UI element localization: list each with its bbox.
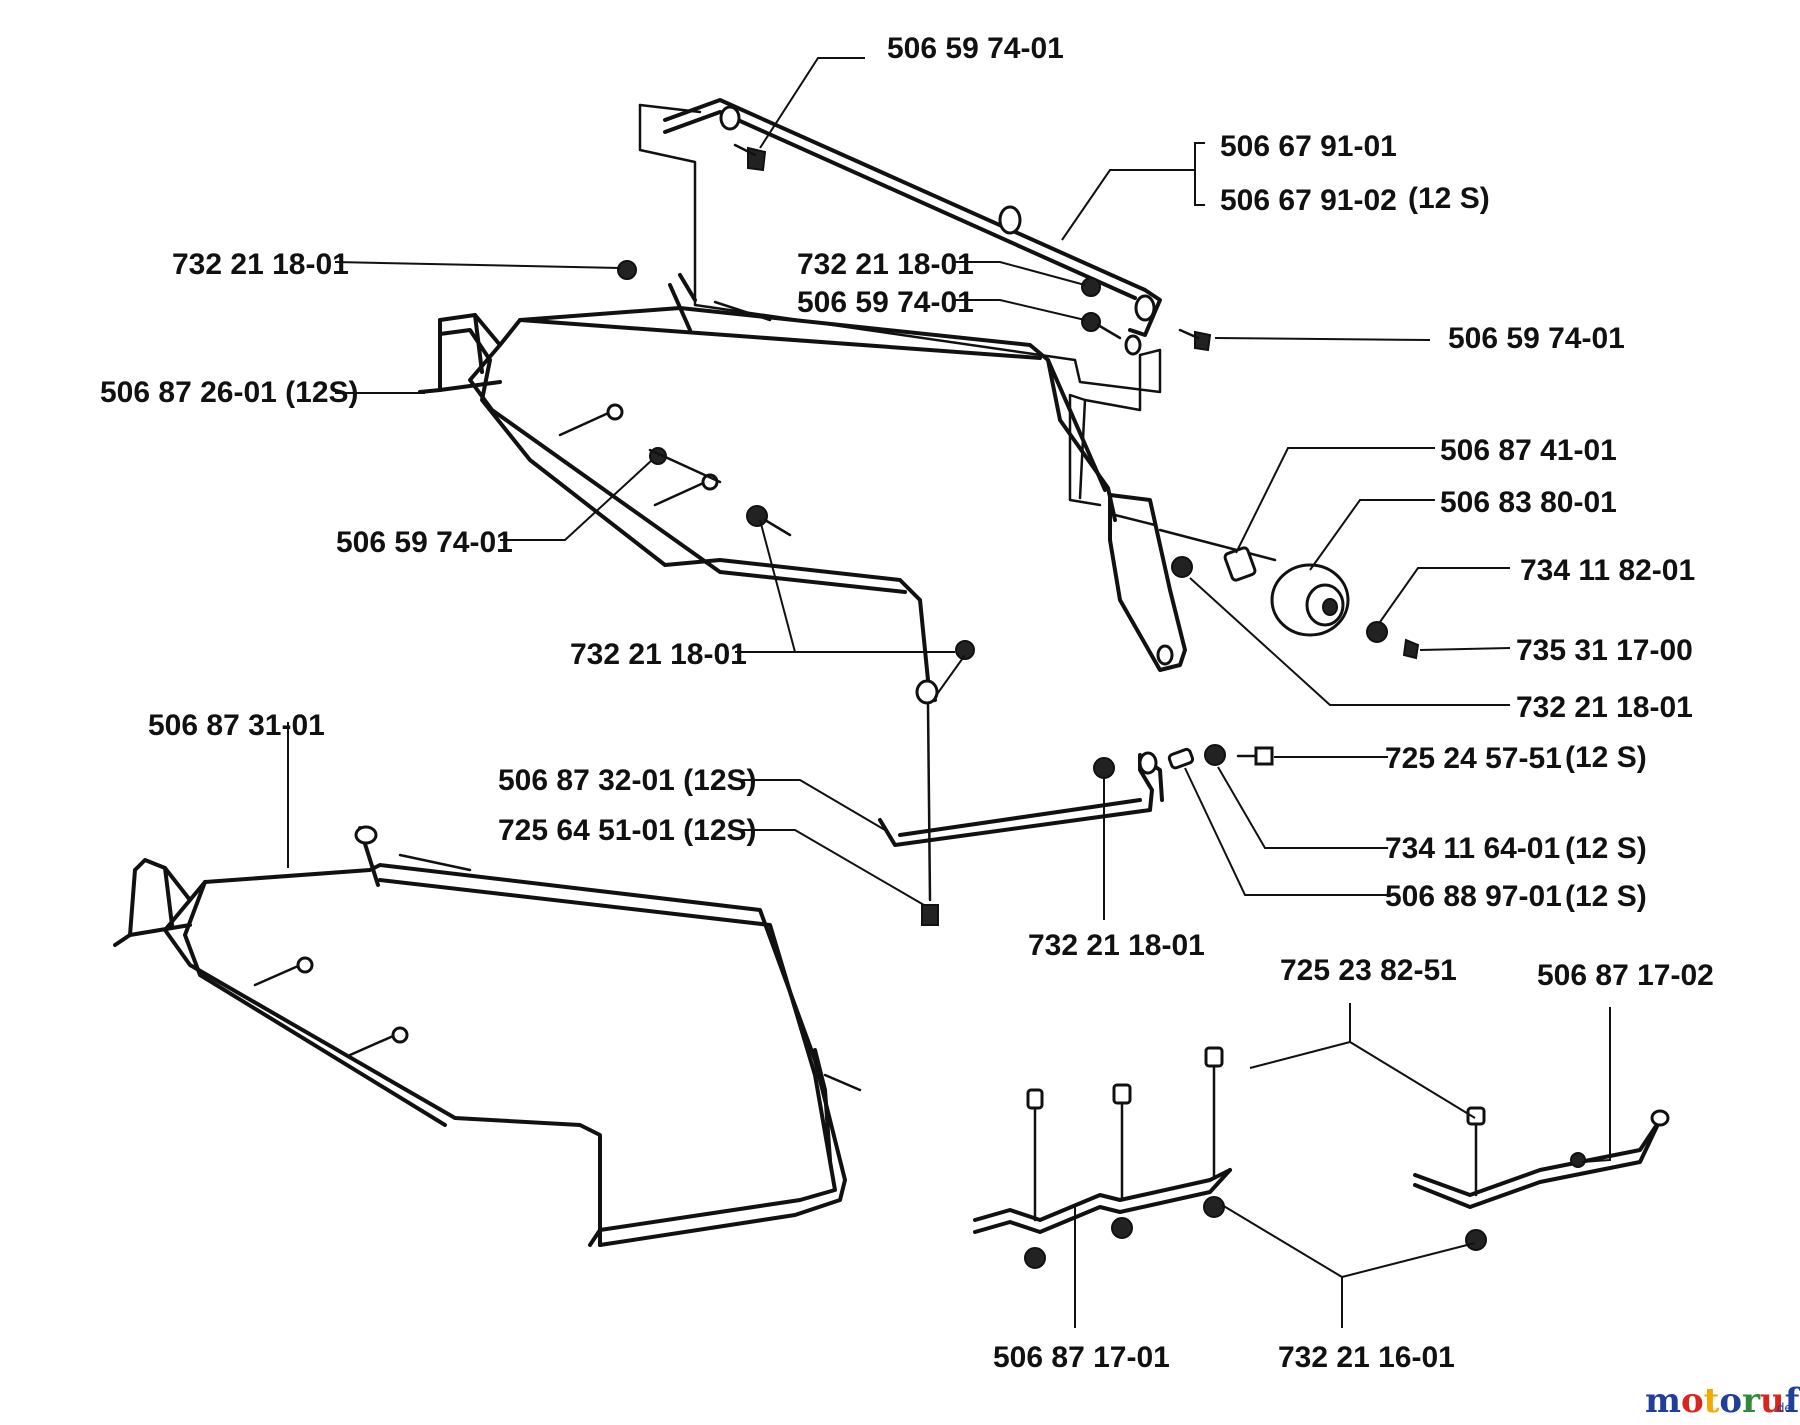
skid-left [973, 1046, 1232, 1269]
label-506-88-97-01-variant: (12 S) [1565, 880, 1647, 913]
label-506-87-17-01: 506 87 17-01 [993, 1341, 1170, 1374]
label-506-87-17-02: 506 87 17-02 [1537, 959, 1714, 992]
watermark-letter: f [1785, 1381, 1800, 1421]
label-506-87-41-01: 506 87 41-01 [1440, 434, 1617, 467]
label-732-21-18-01-bottom: 732 21 18-01 [1028, 929, 1205, 962]
label-506-88-97-01: 506 88 97-01 [1385, 880, 1562, 913]
part-labels: 506 59 74-01 506 67 91-01 506 67 91-02 (… [100, 32, 1714, 1374]
label-506-59-74-01-top: 506 59 74-01 [887, 32, 1064, 65]
label-506-67-91-02-variant: (12 S) [1408, 182, 1490, 215]
label-732-21-16-01: 732 21 16-01 [1278, 1341, 1455, 1374]
right-bracket [1108, 493, 1277, 672]
label-725-24-57-51-variant: (12 S) [1565, 741, 1647, 774]
upper-rod [663, 98, 1162, 356]
label-734-11-64-01-variant: (12 S) [1565, 832, 1647, 865]
label-732-21-18-01-upper-left: 732 21 18-01 [172, 248, 349, 281]
label-506-67-91-01: 506 67 91-01 [1220, 130, 1397, 163]
vertical-link [915, 640, 975, 926]
label-506-59-74-01-upper-mid: 506 59 74-01 [797, 286, 974, 319]
label-725-23-82-51: 725 23 82-51 [1280, 954, 1457, 987]
watermark-letter: t [1704, 1381, 1720, 1421]
label-732-21-18-01-center: 732 21 18-01 [570, 638, 747, 671]
label-735-31-17-00: 735 31 17-00 [1516, 634, 1693, 667]
label-506-59-74-01-right: 506 59 74-01 [1448, 322, 1625, 355]
lower-link-bar [878, 744, 1274, 847]
label-506-87-32-01: 506 87 32-01 (12S) [498, 764, 757, 797]
label-734-11-64-01: 734 11 64-01 [1385, 832, 1560, 865]
handle-frame-upper [418, 273, 1117, 682]
watermark-suffix: .de [1773, 1401, 1792, 1415]
label-506-67-91-02: 506 67 91-02 [1220, 184, 1397, 217]
label-506-87-26-01: 506 87 26-01 (12S) [100, 376, 359, 409]
watermark-letter: o [1719, 1381, 1742, 1421]
watermark-letter: r [1742, 1381, 1761, 1421]
leader-lines [287, 57, 1611, 1328]
motoruf-watermark: motoruf .de [1645, 1381, 1800, 1421]
watermark-letter: o [1681, 1381, 1704, 1421]
handle-frame-lower [113, 825, 862, 1247]
upper-hardware [617, 143, 1212, 537]
watermark-letter: u [1760, 1381, 1785, 1421]
label-506-83-80-01: 506 83 80-01 [1440, 486, 1617, 519]
wheel-assembly [1171, 546, 1420, 660]
label-734-11-82-01: 734 11 82-01 [1520, 554, 1695, 587]
label-725-64-51-01: 725 64 51-01 (12S) [498, 814, 757, 847]
skid-right [1413, 1106, 1670, 1251]
label-506-59-74-01-left: 506 59 74-01 [336, 526, 513, 559]
label-506-87-31-01: 506 87 31-01 [148, 709, 325, 742]
label-725-24-57-51: 725 24 57-51 [1385, 742, 1562, 775]
svg-text:motoruf: motoruf [1645, 1381, 1800, 1421]
label-732-21-18-01-right: 732 21 18-01 [1516, 691, 1693, 724]
watermark-letter: m [1645, 1381, 1681, 1421]
label-732-21-18-01-upper-mid: 732 21 18-01 [797, 248, 974, 281]
